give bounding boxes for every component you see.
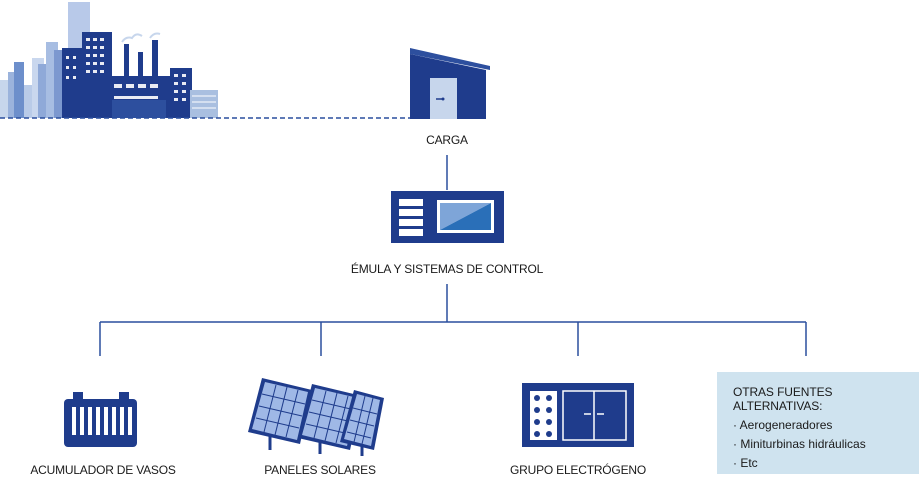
generator-label: GRUPO ELECTRÓGENO xyxy=(510,463,646,477)
other-source-item: · Etc xyxy=(733,456,758,470)
battery-label: ACUMULADOR DE VASOS xyxy=(30,463,176,477)
control-unit-icon xyxy=(391,191,504,243)
load-label: CARGA xyxy=(426,133,468,147)
distribution-lines xyxy=(99,284,807,356)
city-skyline-icon xyxy=(0,2,218,118)
solar-label: PANELES SOLARES xyxy=(264,463,376,477)
other-sources-box: OTRAS FUENTES ALTERNATIVAS: · Aerogenera… xyxy=(717,372,919,474)
generator-icon xyxy=(522,383,634,447)
solar-panels-icon xyxy=(248,378,384,456)
other-sources-title: OTRAS FUENTES ALTERNATIVAS: xyxy=(733,385,833,413)
other-source-item: · Miniturbinas hidráulicas xyxy=(733,437,866,451)
other-source-item: · Aerogeneradores xyxy=(733,418,833,432)
battery-icon xyxy=(64,392,137,447)
control-label: ÉMULA Y SISTEMAS DE CONTROL xyxy=(350,262,544,276)
load-building-icon xyxy=(410,48,490,119)
